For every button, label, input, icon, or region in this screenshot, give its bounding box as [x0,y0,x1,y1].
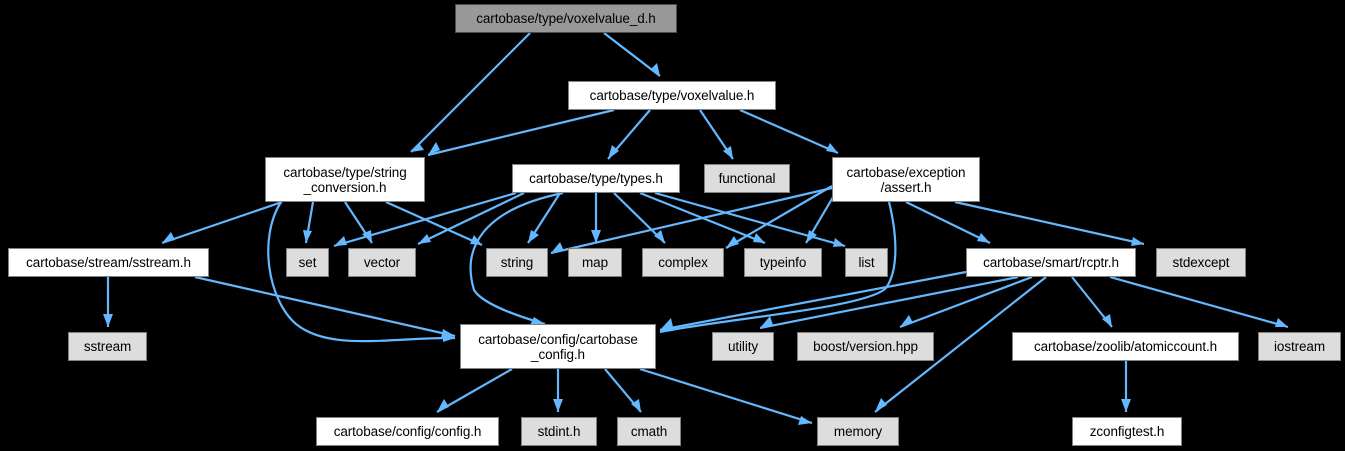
arrowhead-icon [303,230,312,243]
edge-assert-to-string [550,186,833,255]
edge-string_conversion-to-cartobase_config [267,201,456,343]
arrowhead-icon [977,233,990,243]
arrowhead-icon [651,63,660,76]
arrowhead-icon [441,329,455,338]
graph-node-sstream[interactable]: sstream [68,332,147,361]
edge-rcptr-to-iostream [1109,275,1289,329]
graph-node-memory[interactable]: memory [817,417,899,446]
graph-node-cmath[interactable]: cmath [617,417,681,446]
edge-rcptr-to-cartobase_config [659,270,967,332]
graph-node-assert[interactable]: cartobase/exception /assert.h [832,157,980,202]
arrowhead-icon [428,142,440,155]
arrowhead-icon [608,145,619,159]
edge-voxelvalue-to-string_conversion [427,108,615,157]
graph-node-boost_version[interactable]: boost/version.hpp [797,332,934,361]
arrowhead-icon [631,399,641,412]
graph-node-cartobase_config[interactable]: cartobase/config/cartobase _config.h [460,324,656,369]
arrowhead-icon [528,230,539,243]
graph-node-map[interactable]: map [568,248,622,277]
edge-types-to-set [333,191,517,248]
graph-node-atomiccount[interactable]: cartobase/zoolib/atomiccount.h [1012,332,1239,361]
arrowhead-icon [1102,314,1112,327]
arrowhead-icon [553,399,563,412]
graph-node-zconfigtest[interactable]: zconfigtest.h [1072,417,1182,446]
graph-node-iostream[interactable]: iostream [1258,332,1341,361]
edge-types-to-vector [417,192,525,245]
graph-node-stdexcept[interactable]: stdexcept [1156,248,1246,277]
arrowhead-icon [833,238,845,247]
graph-node-voxelvalue[interactable]: cartobase/type/voxelvalue.h [568,81,776,110]
edge-types-to-cartobase_config [469,191,564,326]
graph-node-typeinfo[interactable]: typeinfo [744,248,822,277]
arrowhead-icon [437,399,449,412]
graph-node-complex[interactable]: complex [642,248,724,277]
arrowhead-icon [726,236,739,248]
graph-node-sstream_h[interactable]: cartobase/stream/sstream.h [8,248,209,277]
edge-sstream_h-to-cartobase_config [194,275,456,338]
arrowhead-icon [753,233,765,243]
graph-node-vector[interactable]: vector [348,248,416,277]
graph-node-types[interactable]: cartobase/type/types.h [512,164,680,193]
arrowhead-icon [875,398,887,412]
graph-node-set[interactable]: set [286,248,329,277]
arrowhead-icon [798,416,812,425]
graph-node-string[interactable]: string [486,248,548,277]
edge-assert-to-stdexcept [954,200,1145,246]
graph-node-list[interactable]: list [845,248,888,277]
arrowhead-icon [723,146,733,159]
arrowhead-icon [900,315,913,327]
arrowhead-icon [1121,399,1131,412]
arrowhead-icon [1275,318,1288,327]
graph-node-rcptr[interactable]: cartobase/smart/rcptr.h [966,248,1136,277]
arrowhead-icon [654,230,665,243]
edge-rcptr-to-boost_version [899,275,1033,329]
arrowhead-icon [418,234,431,244]
graph-node-string_conversion[interactable]: cartobase/type/string _conversion.h [265,157,425,202]
edge-assert-to-complex [725,185,833,249]
edge-rcptr-to-memory [874,276,1047,413]
graph-node-stdint[interactable]: stdint.h [521,417,597,446]
arrowhead-icon [660,318,673,330]
graph-node-utility[interactable]: utility [712,332,774,361]
arrowhead-icon [826,143,838,153]
edge-rcptr-to-utility [759,275,1019,330]
graph-node-config_h[interactable]: cartobase/config/config.h [316,417,499,446]
arrowhead-icon [551,242,564,253]
arrowhead-icon [806,230,817,243]
edge-cartobase_config-to-config_h [436,368,513,413]
graph-node-functional[interactable]: functional [704,164,790,193]
arrowhead-icon [760,316,773,328]
edge-cartobase_config-to-memory [639,367,813,425]
arrowhead-icon [103,314,113,327]
edge-voxelvalue_d-to-string_conversion [410,32,531,153]
arrowhead-icon [162,232,175,243]
arrowhead-icon [334,236,347,246]
edge-string_conversion-to-string [385,200,483,247]
edge-voxelvalue_d-to-voxelvalue [603,32,661,77]
arrowhead-icon [411,143,424,152]
arrowhead-icon [1131,237,1144,246]
arrowhead-icon [591,230,601,243]
edge-voxelvalue-to-assert [739,108,839,155]
graph-node-voxelvalue_d[interactable]: cartobase/type/voxelvalue_d.h [455,4,677,33]
edge-assert-to-rcptr [905,201,991,244]
arrowhead-icon [470,235,482,245]
edge-assert-to-cartobase_config [659,201,897,334]
arrowhead-icon [530,317,545,325]
edge-string_conversion-to-sstream_h [161,200,283,245]
